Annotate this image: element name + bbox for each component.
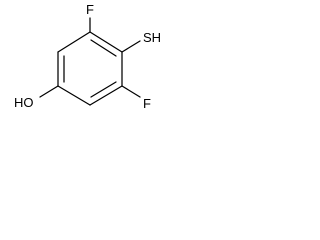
benzene-ring xyxy=(57,31,123,106)
ring-bond-c6-c1 xyxy=(57,31,91,53)
bond-to-fluorine-bottom xyxy=(121,85,141,98)
double-bond-inner-c1-c2 xyxy=(90,39,117,57)
double-bond-inner-c3-c4 xyxy=(90,81,117,98)
ring-bond-c3-c4 xyxy=(89,85,123,106)
bond-to-hydroxyl xyxy=(39,85,59,98)
bond-to-thiol xyxy=(121,40,141,53)
chemical-structure-diagram: F SH F HO xyxy=(14,2,161,111)
fluorine-top-label: F xyxy=(86,2,94,17)
fluorine-bottom-label: F xyxy=(143,96,151,111)
hydroxyl-label: HO xyxy=(14,95,34,110)
ring-bond-c4-c5 xyxy=(57,85,91,106)
thiol-label: SH xyxy=(143,30,161,45)
ring-bond-c1-c2 xyxy=(89,31,123,53)
